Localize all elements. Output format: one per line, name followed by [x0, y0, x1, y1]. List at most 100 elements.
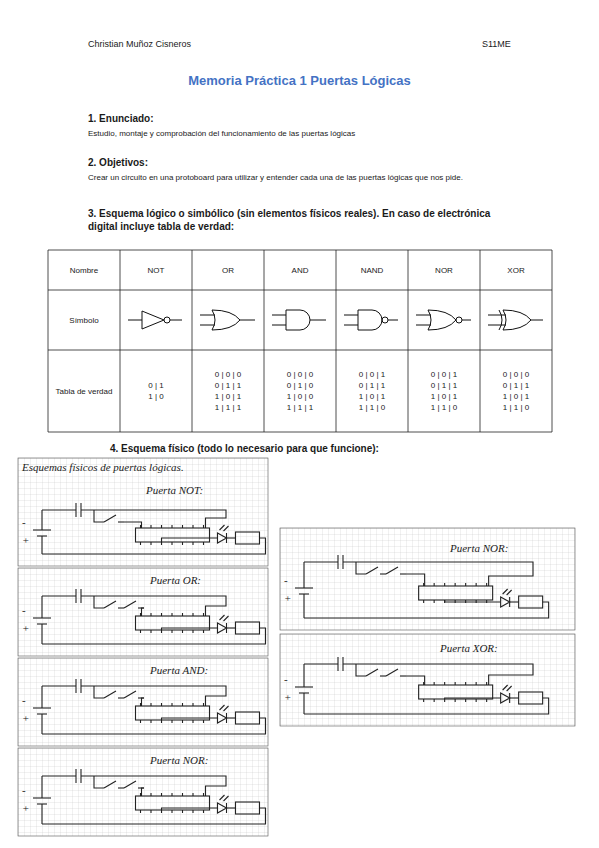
sketch-caption: Puerta NOR:	[150, 754, 208, 766]
circuit-sketch	[280, 528, 575, 630]
circuit-sketch	[18, 658, 268, 746]
table-header-cell: NAND	[336, 250, 408, 290]
table-header-cell: AND	[264, 250, 336, 290]
truth-table-cell: 0 | 0 | 00 | 1 | 11 | 0 | 11 | 1 | 0	[480, 350, 552, 432]
gate-symbol	[128, 311, 182, 329]
cell-text: AND	[292, 265, 309, 276]
circuit-panel: Puerta NOR: - +	[280, 528, 575, 630]
circuit-panel: Esquemas físicos de puertas lógicas. Puer…	[18, 458, 268, 566]
cell-text: OR	[222, 265, 234, 276]
table-header-cell: OR	[192, 250, 264, 290]
cell-text: Tabla de verdad	[55, 386, 113, 397]
polarity-sign: +	[22, 534, 29, 546]
gate-symbol	[344, 310, 398, 330]
truth-table-cell: 0 | 0 | 00 | 1 | 01 | 0 | 01 | 1 | 1	[264, 350, 336, 432]
sketch-caption: Puerta NOT:	[146, 484, 203, 496]
cell-text: NAND	[361, 265, 384, 276]
gate-symbol	[416, 310, 471, 330]
polarity-sign: +	[284, 691, 291, 703]
table-header-cell: NOR	[408, 250, 480, 290]
cell-text: 1 | 1 | 0	[431, 402, 457, 413]
polarity-sign: -	[22, 784, 26, 796]
cell-text: 1 | 0	[148, 391, 163, 402]
table-rule	[192, 250, 193, 432]
table-rule	[552, 250, 553, 432]
circuit-panel: Puerta NOR: - +	[18, 748, 268, 836]
cell-text: 0 | 1 | 1	[359, 380, 385, 391]
table-rule	[48, 250, 552, 251]
circuit-sketch	[280, 634, 575, 726]
cell-text: 0 | 0 | 0	[287, 369, 313, 380]
circuit-panel: Puerta AND: - +	[18, 658, 268, 746]
table-rule	[336, 250, 337, 432]
body-text: Estudio, montaje y comprobación del func…	[88, 129, 355, 139]
gate-symbol	[272, 310, 326, 330]
table-header-cell: XOR	[480, 250, 552, 290]
section-heading: 2. Objetivos:	[88, 156, 148, 169]
cell-text: 1 | 0 | 1	[503, 391, 529, 402]
cell-text: 0 | 0 | 0	[215, 369, 241, 380]
cell-text: 1 | 1 | 1	[287, 402, 313, 413]
circuit-sketch	[18, 458, 268, 566]
sketch-caption: Puerta NOR:	[450, 542, 508, 554]
polarity-sign: +	[284, 592, 291, 604]
polarity-sign: +	[22, 622, 29, 634]
polarity-sign: -	[284, 574, 288, 586]
cell-text: 1 | 1 | 0	[503, 402, 529, 413]
table-rule	[408, 250, 409, 432]
circuit-sketch	[18, 748, 268, 836]
cell-text: Nombre	[70, 265, 98, 276]
polarity-sign: +	[22, 802, 29, 814]
cell-text: 0 | 0 | 1	[359, 369, 385, 380]
body-text: S11ME	[482, 39, 511, 51]
cell-text: Símbolo	[69, 315, 98, 326]
page-title: Memoria Práctica 1 Puertas Lógicas	[0, 73, 599, 90]
circuit-sketch	[18, 568, 268, 656]
cell-text: 1 | 0 | 1	[215, 391, 241, 402]
gate-symbol	[488, 310, 543, 330]
table-rule	[48, 350, 552, 351]
body-text: Christian Muñoz Cisneros	[88, 39, 191, 51]
table-header-cell: Nombre	[48, 250, 120, 290]
section-heading: 3. Esquema lógico o simbólico (sin eleme…	[88, 207, 518, 233]
cell-text: NOR	[435, 265, 453, 276]
cell-text: 1 | 1 | 0	[359, 402, 385, 413]
cell-text: NOT	[148, 265, 165, 276]
polarity-sign: -	[22, 694, 26, 706]
table-header-cell: NOT	[120, 250, 192, 290]
section-heading: 1. Enunciado:	[88, 112, 154, 125]
table-rule	[48, 432, 552, 433]
cell-text: 0 | 1 | 0	[287, 380, 313, 391]
gate-symbol	[200, 310, 255, 330]
sketch-caption: Puerta OR:	[150, 574, 201, 586]
table-rule	[264, 250, 265, 432]
table-rule	[480, 250, 481, 432]
polarity-sign: +	[22, 712, 29, 724]
polarity-sign: -	[22, 604, 26, 616]
cell-text: 1 | 1 | 1	[215, 402, 241, 413]
polarity-sign: -	[284, 673, 288, 685]
cell-text: 0 | 1	[148, 380, 163, 391]
polarity-sign: -	[22, 516, 26, 528]
truth-table-cell: 0 | 0 | 10 | 1 | 11 | 0 | 11 | 1 | 0	[408, 350, 480, 432]
table-header-cell: Símbolo	[48, 290, 120, 350]
truth-table-cell: 0 | 11 | 0	[120, 350, 192, 432]
cell-text: 0 | 0 | 0	[503, 369, 529, 380]
section-heading: 4. Esquema físico (todo lo necesario par…	[110, 442, 379, 455]
table-rule	[48, 290, 552, 291]
circuit-panel: Puerta XOR:-+	[280, 634, 575, 726]
cell-text: XOR	[507, 265, 524, 276]
sketch-caption: Puerta AND:	[150, 664, 208, 676]
table-rule	[120, 250, 121, 432]
truth-table-grid	[48, 250, 552, 432]
cell-text: 0 | 1 | 1	[215, 380, 241, 391]
cell-text: 0 | 0 | 1	[431, 369, 457, 380]
cell-text: 0 | 1 | 1	[431, 380, 457, 391]
cell-text: 0 | 1 | 1	[503, 380, 529, 391]
truth-table-cell: 0 | 0 | 10 | 1 | 11 | 0 | 11 | 1 | 0	[336, 350, 408, 432]
body-text: Crear un circuito en una protoboard para…	[88, 173, 508, 183]
sketch-caption: Esquemas físicos de puertas lógicas.	[22, 461, 184, 473]
cell-text: 1 | 0 | 1	[431, 391, 457, 402]
cell-text: 1 | 0 | 1	[359, 391, 385, 402]
